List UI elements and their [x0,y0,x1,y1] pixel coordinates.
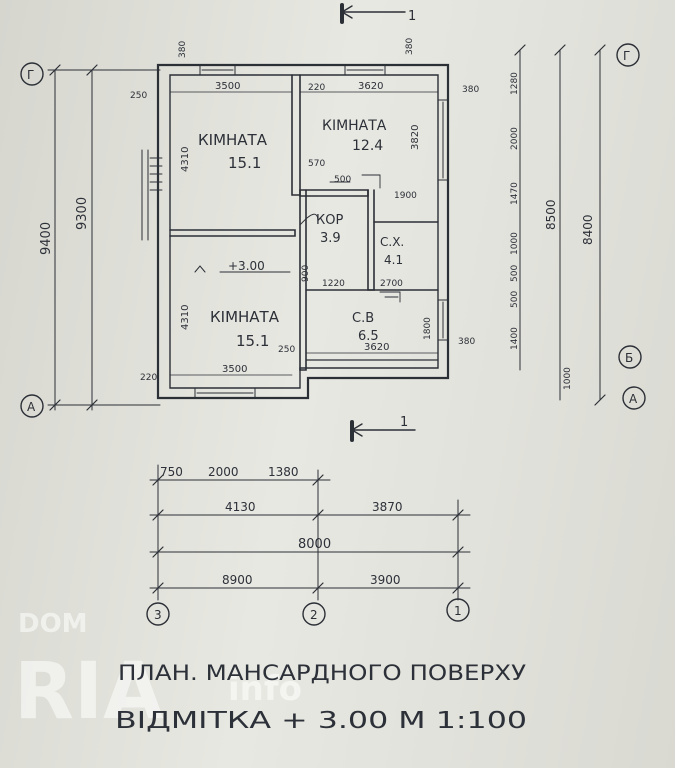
dim-v-right-top: 3820 [410,125,421,150]
axis-circle-top-right [616,43,640,67]
dim-top-right: 3620 [358,81,383,92]
dim-bottom-2000: 2000 [208,465,239,479]
dim-right-overall: 8400 [581,214,595,245]
watermark-brand: DOM [18,609,88,639]
corridor-area: 3.9 [320,231,341,246]
dim-v-left-top: 4310 [180,147,191,172]
wc-name: С.Х. [380,235,404,249]
dim-900: 900 [301,265,311,282]
room-tl-name: КІМНАТА [198,131,268,149]
dim-right-1000: 1000 [510,232,520,255]
dim-top-left: 3500 [215,81,240,92]
left-dimensions: 9400 9300 [39,64,161,411]
dim-v-left-bottom: 4310 [180,305,191,330]
level-mark: +3.00 [228,259,265,273]
dim-250: 250 [130,91,147,101]
section-mark-top: 1 [340,3,416,24]
section-mark-bottom: 1 [350,415,416,442]
axis-label-bottom-right: А [629,392,638,406]
dim-500: 500 [334,175,351,185]
interior-dimensions: 3500 3620 3500 3620 4310 4310 3820 250 2… [130,38,479,383]
axis-label-top-left: Г [27,68,34,82]
dim-bottom-3870: 3870 [372,500,403,514]
dim-bottom-8900: 8900 [222,573,253,587]
section-label-bottom: 1 [400,415,408,430]
axis-label-3: 3 [154,608,162,622]
dim-bottom-left: 3500 [222,364,247,375]
dim-left-inner: 9300 [75,197,90,230]
axis-circle-1 [446,598,470,622]
dim-380-top-right: 380 [405,38,415,55]
watermark-logo: DOM RIA info [14,609,302,737]
dim-right-500a: 500 [510,265,520,282]
title-line-2: ВІДМІТКА + 3.00 М 1:100 [115,708,527,734]
axis-label-2: 2 [310,608,318,622]
room-labels: КІМНАТА 15.1 КІМНАТА 12.4 КОР 3.9 С.Х. 4… [194,118,404,350]
dim-right-2000: 2000 [510,127,520,150]
room-tr-area: 12.4 [352,138,383,154]
room-bl-area: 15.1 [236,332,269,350]
dim-250-b: 250 [278,345,295,355]
dim-2700: 2700 [380,279,403,289]
room-bl-name: КІМНАТА [210,308,280,326]
axis-circle-bottom-right [622,386,646,410]
dim-right-1280: 1280 [510,72,520,95]
dim-bottom-750: 750 [160,465,183,479]
axis-circle-3 [146,602,170,626]
watermark-big: RIA [14,647,163,737]
section-label-top: 1 [408,9,416,24]
dim-380-right: 380 [462,85,479,95]
dim-right-500b: 500 [510,291,520,308]
axis-circle-top-left [20,62,44,86]
dim-right-inner: 8500 [544,199,558,230]
wc-area: 4.1 [384,253,403,267]
right-dimensions: 8400 8500 1280 2000 1470 1000 500 500 14… [510,44,606,406]
dim-570: 570 [308,159,325,169]
axis-circle-2 [302,602,326,626]
dim-1800: 1800 [423,317,433,340]
dim-left-overall: 9400 [39,222,54,255]
axis-circle-right-mid [618,345,642,369]
dim-380-top-left: 380 [178,41,188,58]
dim-380-d: 380 [458,337,475,347]
axis-circle-bottom-left [20,394,44,418]
dim-right-1000b: 1000 [563,367,573,390]
dim-bottom-3900: 3900 [370,573,401,587]
watermark-small: info [228,669,302,709]
dim-220: 220 [308,83,325,93]
room-tl-area: 15.1 [228,154,261,172]
dim-bottom-1380: 1380 [268,465,299,479]
room-tr-name: КІМНАТА [322,118,387,134]
drawing-title: ПЛАН. МАНСАРДНОГО ПОВЕРХУ ВІДМІТКА + 3.0… [115,661,527,734]
bath-area: 6.5 [358,329,379,344]
dim-bottom-4130: 4130 [225,500,256,514]
dim-right-1470: 1470 [510,182,520,205]
axis-label-1: 1 [454,604,462,618]
axis-label-top-right: Г [623,49,630,63]
dim-1220: 1220 [322,279,345,289]
dim-bottom-right: 3620 [364,342,389,353]
corridor-name: КОР [316,213,343,228]
bottom-dimensions: 750 2000 1380 4130 3870 8000 8900 3900 3… [146,464,471,626]
dim-1900: 1900 [394,191,417,201]
bath-name: С.В [352,311,374,326]
axis-markers: Г Г А Б А [20,43,646,418]
dim-220-b: 220 [140,373,157,383]
axis-label-right-mid: Б [625,351,633,365]
title-line-1: ПЛАН. МАНСАРДНОГО ПОВЕРХУ [118,661,526,685]
dim-right-1400: 1400 [510,327,520,350]
axis-label-bottom-left: А [27,400,36,414]
dim-bottom-8000: 8000 [298,537,331,552]
building-walls [141,63,450,400]
